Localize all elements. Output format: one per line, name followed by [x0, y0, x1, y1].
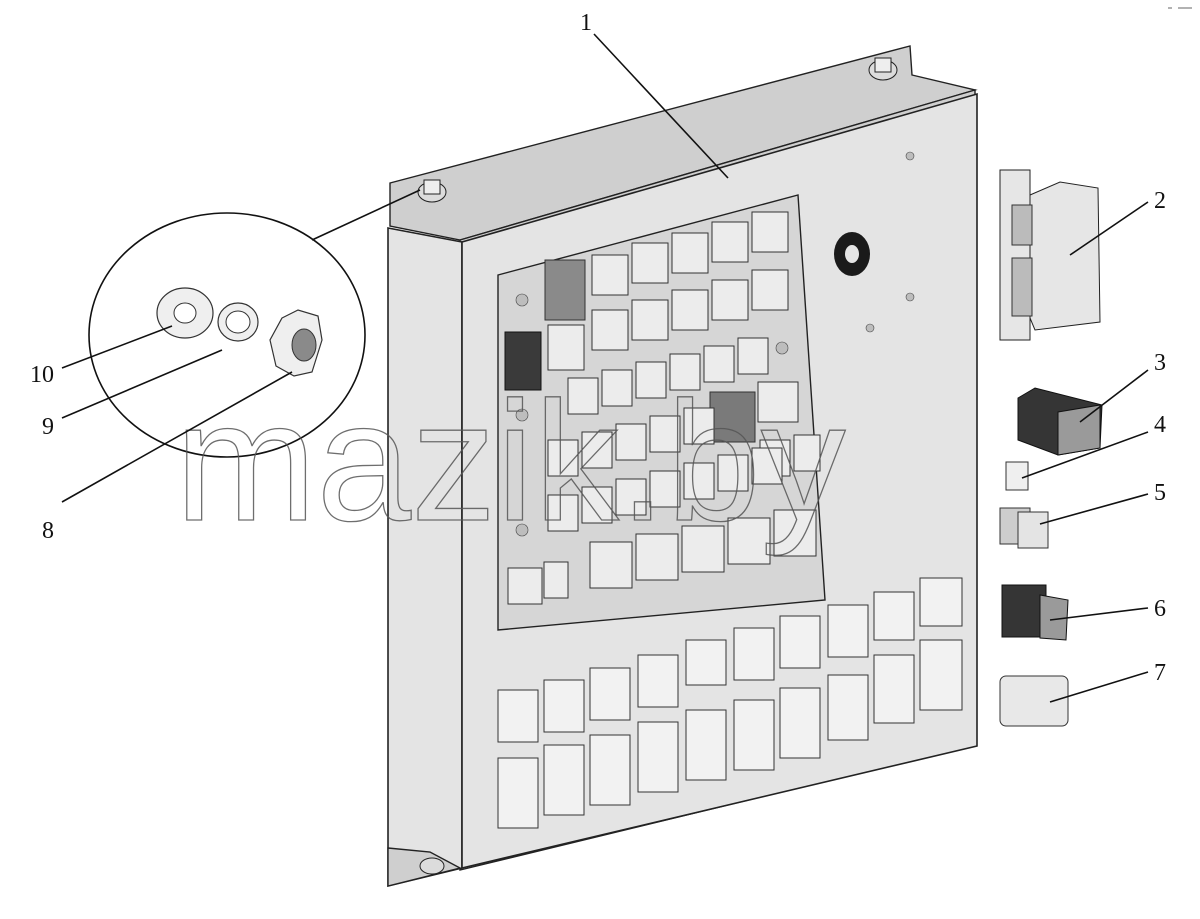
- callout-5: 5: [1154, 480, 1166, 506]
- relay-7: [999, 675, 1069, 727]
- hex-nut: [269, 309, 323, 377]
- relay-rows: [507, 337, 821, 605]
- fuse-holder-2: [999, 169, 1101, 341]
- flange-nut-top-left: [417, 179, 447, 203]
- watermark: mazik.by: [175, 367, 846, 557]
- callout-7: 7: [1154, 660, 1166, 686]
- flange-nut-bottom: [419, 857, 445, 875]
- fuse-blocks: [547, 211, 789, 371]
- callout-10: 10: [30, 362, 54, 388]
- fastener-detail: [88, 189, 421, 458]
- relay-3: [1017, 387, 1103, 456]
- flange-nut-top-right: [868, 57, 898, 81]
- leader-lines: [61, 33, 1149, 703]
- callout-1: 1: [580, 10, 592, 36]
- relay-6: [1001, 584, 1069, 641]
- callout-4: 4: [1154, 412, 1166, 438]
- spring-washer: [217, 302, 259, 342]
- callout-6: 6: [1154, 596, 1166, 622]
- callouts: 1 2 3 4 5 6 7 8 9 10: [30, 10, 1166, 686]
- callout-9: 9: [42, 414, 54, 440]
- connector-rows: [497, 577, 963, 829]
- callout-8: 8: [42, 518, 54, 544]
- relay-5: [999, 507, 1049, 549]
- grommet: [834, 232, 870, 276]
- callout-3: 3: [1154, 350, 1166, 376]
- callout-2: 2: [1154, 188, 1166, 214]
- relay-board: [497, 194, 826, 631]
- flat-washer: [156, 287, 214, 339]
- fuse-4: [1005, 461, 1029, 491]
